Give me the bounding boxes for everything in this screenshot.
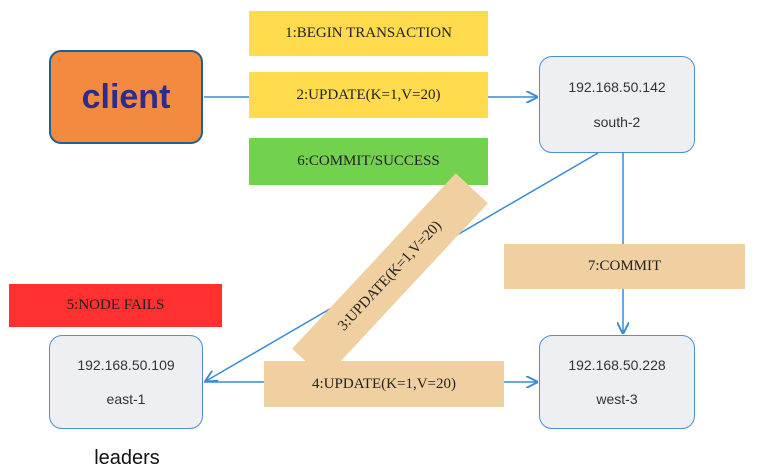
step-1-label: 1:BEGIN TRANSACTION [249, 11, 488, 56]
client-node: client [49, 50, 203, 144]
node-west-name: west-3 [596, 391, 638, 407]
node-south-ip: 192.168.50.142 [568, 78, 666, 95]
step-6-label: 6:COMMIT/SUCCESS [249, 138, 488, 185]
step-7-label: 7:COMMIT [504, 244, 745, 289]
node-south-2: 192.168.50.142 south-2 [539, 56, 695, 153]
step-5-label: 5:NODE FAILS [9, 284, 222, 327]
node-east-ip: 192.168.50.109 [77, 357, 175, 373]
node-east-1: 192.168.50.109 east-1 [49, 335, 203, 429]
step-4-label: 4:UPDATE(K=1,V=20) [264, 361, 504, 407]
step-2-label: 2:UPDATE(K=1,V=20) [249, 72, 488, 118]
node-south-name: south-2 [593, 114, 641, 131]
client-label: client [81, 77, 171, 116]
leaders-caption: leaders [94, 447, 160, 469]
node-west-ip: 192.168.50.228 [568, 357, 666, 373]
node-east-name: east-1 [106, 391, 146, 407]
node-west-3: 192.168.50.228 west-3 [539, 335, 695, 429]
